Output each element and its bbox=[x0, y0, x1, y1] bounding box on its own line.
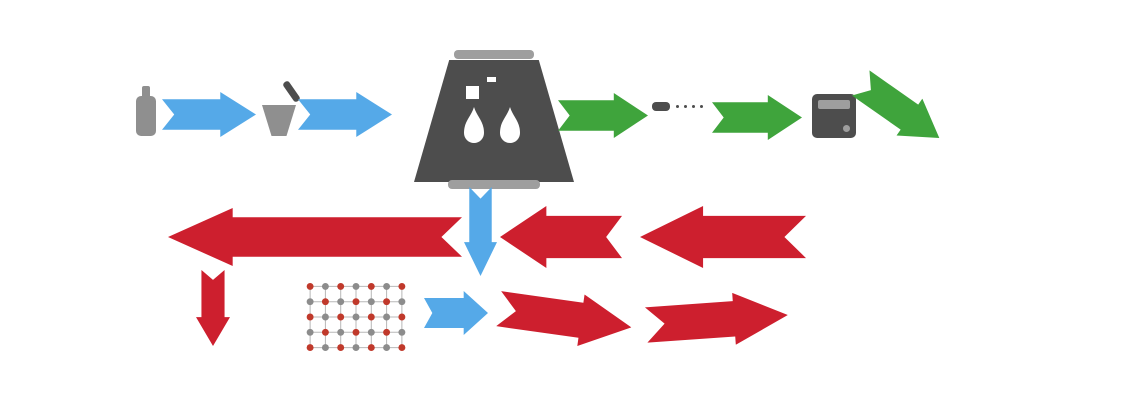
flow-arrow-red-4 bbox=[196, 270, 230, 346]
flow-arrow-green-2 bbox=[712, 95, 802, 140]
flow-arrow-green-3 bbox=[848, 65, 952, 157]
dot bbox=[676, 104, 679, 108]
flow-arrow-blue-down bbox=[464, 187, 497, 276]
crucible-icon bbox=[262, 80, 301, 136]
furnace-display bbox=[466, 86, 479, 99]
instrument-band bbox=[818, 100, 850, 109]
furnace-icon bbox=[414, 50, 574, 192]
vial-body bbox=[136, 96, 156, 136]
flow-arrow-red-1 bbox=[640, 206, 806, 268]
furnace-base bbox=[448, 180, 540, 189]
flow-arrow-blue-3 bbox=[424, 291, 488, 335]
pestle-icon bbox=[282, 80, 301, 103]
flow-arrow-blue-1 bbox=[162, 92, 256, 137]
instrument-icon bbox=[812, 94, 856, 138]
dot bbox=[684, 104, 687, 108]
dot bbox=[692, 104, 695, 108]
flow-arrow-red-6 bbox=[644, 289, 789, 351]
pellet-bar bbox=[652, 101, 670, 111]
crystal-lattice-svg bbox=[306, 282, 406, 352]
ampoule-icon bbox=[464, 107, 520, 143]
flow-arrow-red-3 bbox=[168, 208, 462, 266]
furnace-vent bbox=[487, 77, 496, 82]
crystal-lattice-icon bbox=[304, 280, 408, 354]
instrument-knob bbox=[843, 125, 850, 132]
dot bbox=[700, 104, 703, 108]
mortar-bowl bbox=[262, 105, 296, 136]
pellet-icon bbox=[652, 99, 714, 113]
flow-arrow-red-2 bbox=[500, 206, 622, 268]
furnace-handle bbox=[454, 50, 534, 59]
dotted-line bbox=[676, 104, 703, 108]
flow-arrow-blue-2 bbox=[298, 92, 392, 137]
flow-arrow-red-5 bbox=[495, 283, 635, 353]
vial-neck bbox=[142, 86, 150, 97]
reagent-vial-icon bbox=[134, 86, 158, 138]
